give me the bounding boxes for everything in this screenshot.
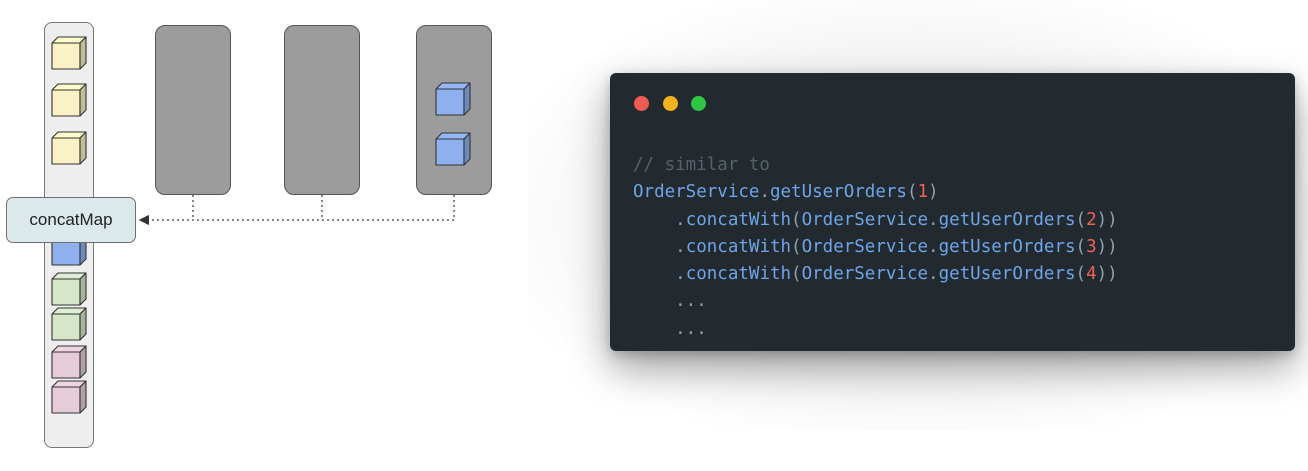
code-token: )) bbox=[1096, 209, 1118, 230]
code-token: . bbox=[633, 264, 686, 285]
code-token: getUserOrders bbox=[769, 182, 907, 203]
pink-cube-icon bbox=[51, 345, 87, 379]
code-line: .concatWith(OrderService.getUserOrders(2… bbox=[633, 207, 1118, 234]
code-line: // similar to bbox=[633, 152, 1118, 179]
code-token: getUserOrders bbox=[938, 209, 1076, 230]
code-token: OrderService bbox=[801, 236, 929, 257]
blue-cube-icon bbox=[435, 82, 471, 116]
code-line: ... bbox=[633, 288, 1118, 315]
yellow-cube-icon bbox=[51, 131, 87, 165]
maximize-dot-icon bbox=[691, 96, 706, 111]
code-token: . bbox=[928, 236, 939, 257]
inner-stream-3 bbox=[416, 25, 492, 195]
code-token: OrderService bbox=[633, 182, 760, 203]
inner-stream-2 bbox=[284, 25, 360, 195]
yellow-cube-icon bbox=[51, 83, 87, 117]
inner-stream-1 bbox=[155, 25, 231, 195]
code-token: . bbox=[633, 236, 686, 257]
code-token: 3 bbox=[1086, 236, 1097, 257]
yellow-cube-icon bbox=[51, 36, 87, 70]
code-token: . bbox=[633, 209, 686, 230]
operator-label: concatMap bbox=[29, 210, 113, 229]
minimize-dot-icon bbox=[663, 96, 678, 111]
code-token: OrderService bbox=[801, 264, 929, 285]
code-line: OrderService.getUserOrders(1) bbox=[633, 179, 1118, 206]
code-token: ... bbox=[633, 318, 707, 339]
code-token: ( bbox=[791, 264, 802, 285]
code-token: ( bbox=[1075, 209, 1087, 230]
code-token: ... bbox=[633, 291, 707, 312]
green-cube-icon bbox=[51, 272, 87, 306]
code-token: // similar to bbox=[633, 155, 770, 175]
code-token: ( bbox=[1075, 264, 1087, 285]
code-line: .concatWith(OrderService.getUserOrders(4… bbox=[633, 261, 1118, 288]
code-token: ( bbox=[906, 182, 918, 203]
code-token: )) bbox=[1096, 236, 1118, 257]
code-token: . bbox=[928, 209, 939, 230]
code-token: 1 bbox=[917, 182, 929, 203]
code-line: .concatWith(OrderService.getUserOrders(3… bbox=[633, 234, 1118, 261]
blue-cube-icon bbox=[435, 132, 471, 166]
code-token: 4 bbox=[1086, 264, 1097, 285]
code-token: )) bbox=[1096, 264, 1118, 285]
code-token: getUserOrders bbox=[938, 236, 1076, 257]
code-token: concatWith bbox=[685, 209, 792, 230]
connector-lines bbox=[138, 195, 455, 226]
code-token: concatWith bbox=[685, 236, 792, 257]
code-token: . bbox=[928, 264, 939, 285]
code-token: ( bbox=[791, 236, 802, 257]
pink-cube-icon bbox=[51, 380, 87, 414]
code-token: getUserOrders bbox=[938, 264, 1076, 285]
close-dot-icon bbox=[634, 96, 649, 111]
code-token: ) bbox=[928, 182, 939, 203]
green-cube-icon bbox=[51, 307, 87, 341]
concatmap-diagram: concatMap bbox=[0, 0, 520, 471]
code-token: ( bbox=[791, 209, 802, 230]
code-token: 2 bbox=[1086, 209, 1097, 230]
concatmap-operator-box: concatMap bbox=[6, 197, 136, 243]
code-token: ( bbox=[1075, 236, 1087, 257]
code-line: ... bbox=[633, 316, 1118, 343]
code-token: OrderService bbox=[801, 209, 929, 230]
code-token: . bbox=[759, 182, 770, 203]
code-token: concatWith bbox=[685, 264, 792, 285]
